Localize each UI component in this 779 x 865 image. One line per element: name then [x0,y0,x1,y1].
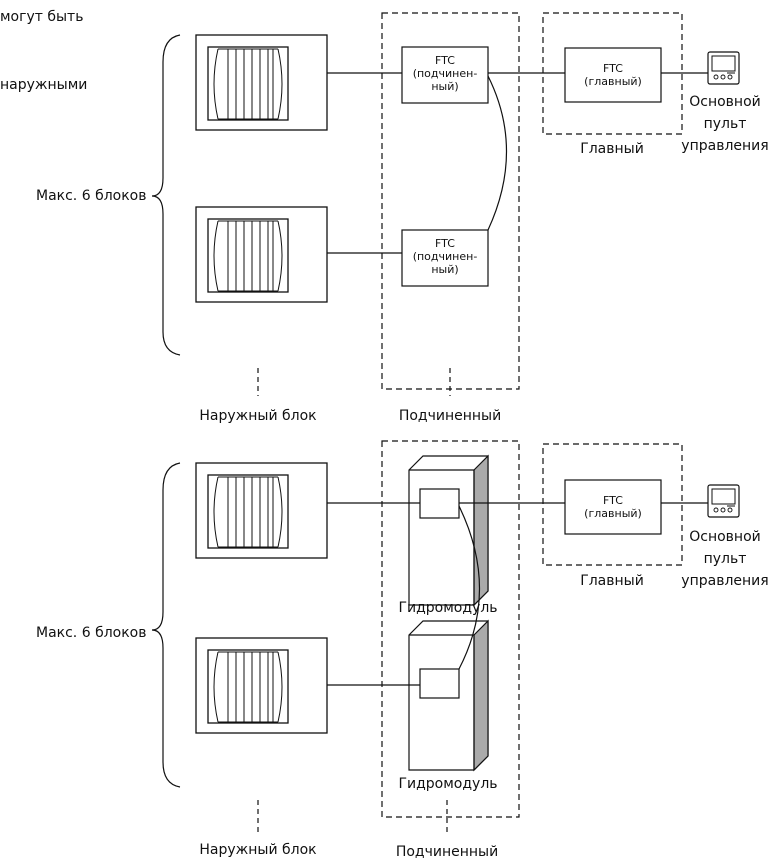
max-units-label-bottom: Макс. 6 блоков [36,625,147,641]
remote-label-bottom-line1: Основной [689,529,761,545]
ftc-main-text-bottom: FTC (главный) [565,494,661,520]
outdoor-unit-2 [195,206,328,303]
ftc-main-text: FTC (главный) [565,62,661,88]
ftc-main-box-bottom [564,479,662,535]
remote-label-line3: управления [681,138,769,154]
top-diagram [151,12,740,396]
outdoor-unit-label-bottom: Наружный блок [199,842,317,858]
outdoor-unit-4 [195,637,328,734]
slave-group-label-bottom: Подчиненный [395,844,499,860]
remote-label-line1: Основной [689,94,761,110]
main-group-label: Главный [580,141,644,157]
ftc-slave-1-title: FTC [435,54,455,67]
ftc-main-title: FTC [603,62,623,75]
bottom-diagram [151,440,740,832]
ftc-main-line1-bottom: (главный) [584,507,642,520]
remote-label-bottom: Основной пульт управления [681,528,768,590]
remote-controller-icon [707,51,740,85]
ftc-slave-1-line1: (подчинен- [412,67,478,80]
ftc-slave-2-line2: ный) [431,263,459,276]
remote-controller-icon-bottom [707,484,740,518]
remote-label-bottom-line3: управления [681,573,769,589]
max-units-label: Макс. 6 блоков [36,188,147,204]
top-brace [151,34,181,356]
slave-group-box-bottom [381,440,520,818]
outdoor-unit-1 [195,34,328,131]
main-group-label-bottom: Главный [580,573,644,589]
ftc-slave-2-title: FTC [435,237,455,250]
ftc-slave-2-line1: (подчинен- [412,250,478,263]
intro-text-line2: наружными [0,77,88,93]
remote-label-line2: пульт [703,116,747,132]
hydromodule-ftc-2 [419,668,460,699]
ftc-slave-1-text: FTC (подчинен- ный) [402,54,488,93]
slave-group-label: Подчиненный [398,408,502,424]
outdoor-unit-label: Наружный блок [199,408,317,424]
remote-label-bottom-line2: пульт [703,551,747,567]
hydromodule-1 [408,455,489,606]
ftc-main-line1: (главный) [584,75,642,88]
ftc-main-title-bottom: FTC [603,494,623,507]
hydromodule-ftc-1 [419,488,460,519]
bottom-brace [151,462,181,788]
ftc-slave-box-2 [401,229,489,287]
remote-label: Основной пульт управления [681,93,768,155]
ftc-main-box [564,47,662,103]
ftc-slave-2-text: FTC (подчинен- ный) [402,237,488,276]
ftc-slave-box-1 [401,46,489,104]
ftc-slave-1-line2: ный) [431,80,459,93]
hydromodule-label-2: Гидромодуль [398,776,498,792]
outdoor-unit-3 [195,462,328,559]
hydromodule-label-1: Гидромодуль [398,600,498,616]
intro-text-line1: могут быть [0,9,84,25]
